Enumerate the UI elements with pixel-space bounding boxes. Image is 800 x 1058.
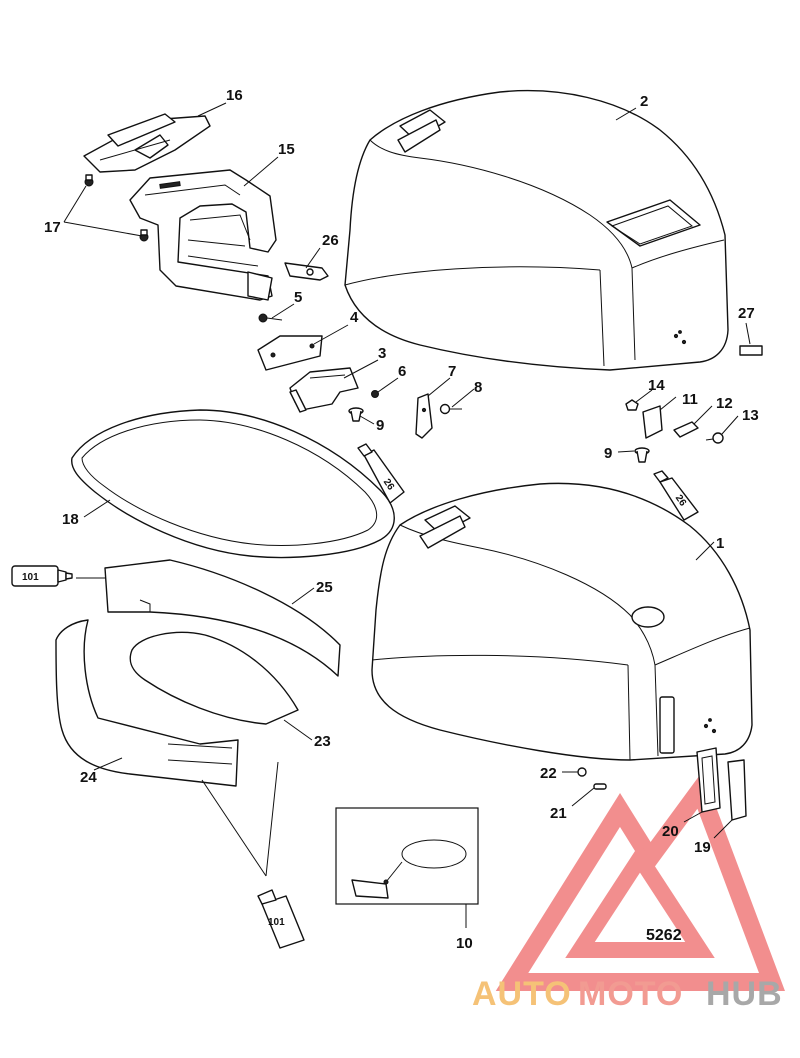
callout-12: 12 [716,395,733,412]
callout-9-left: 9 [376,417,384,434]
watermark-word-hub: HUB [706,975,783,1013]
watermark-word-auto: AUTO [472,975,572,1013]
callout-15: 15 [278,141,295,158]
part-20-seal [696,747,721,813]
watermark-word-moto: MOTO [578,975,683,1013]
part-11-clip [642,405,663,439]
part-25-side-panel [104,559,341,677]
part-7-link [415,393,433,439]
watermark-triangle-outer [495,771,785,991]
part-3-latch [289,367,359,413]
part-6-nut [371,390,379,398]
callout-14: 14 [648,377,665,394]
part-1-top-cowl-lower [371,482,753,761]
part-4-bracket [257,335,323,371]
tube-label-101-upper: 101 [22,572,39,583]
part-23-pad [129,631,299,725]
part-15-handle-assembly [129,169,277,301]
callout-7: 7 [448,363,456,380]
callout-10: 10 [456,935,473,952]
part-101-tube-upper: 101 [11,565,73,587]
callout-6: 6 [398,363,406,380]
part-21-pin [593,783,607,790]
callout-3: 3 [378,345,386,362]
part-9-grommet-right [634,447,650,463]
part-9-grommet-left [348,407,364,422]
callout-26-decal: 26 [322,232,339,249]
callout-19: 19 [694,839,711,856]
callout-2: 2 [640,93,648,110]
part-13-screw [705,432,724,444]
part-101-tube-lower: 101 [257,889,305,949]
part-26-sealant-tube-left: 26 [357,443,405,504]
callout-16: 16 [226,87,243,104]
callout-25: 25 [316,579,333,596]
callout-21: 21 [550,805,567,822]
part-19-trim [727,759,747,821]
callout-9-right: 9 [604,445,612,462]
callout-20: 20 [662,823,679,840]
callout-22: 22 [540,765,557,782]
part-27-label [739,345,763,356]
callout-numbers: 16 15 17 26 5 4 3 6 7 8 9 2 27 14 11 12 … [44,87,759,952]
part-16-handle-cover [83,113,211,173]
callout-5: 5 [294,289,302,306]
part-17-screws [84,174,149,242]
tube-label-101-lower: 101 [268,917,285,928]
part-24-side-trim [55,619,239,787]
watermark-logo: AUTO MOTO HUB [472,771,785,1013]
callout-17: 17 [44,219,61,236]
callout-13: 13 [742,407,759,424]
callout-23: 23 [314,733,331,750]
part-8-bolt [439,403,462,415]
callout-4: 4 [350,309,359,326]
part-18-seal [71,409,395,559]
callout-18: 18 [62,511,79,528]
part-14-nut [625,399,639,411]
part-5-screw [258,313,283,323]
part-22-washer [577,767,587,777]
part-2-top-cowl-upper [344,89,729,371]
part-26-decal [284,262,329,281]
diagram-code: 5262 [646,927,682,944]
callout-1: 1 [716,535,724,552]
callout-8: 8 [474,379,482,396]
leader-lines [63,102,751,928]
part-10-kit-box [335,807,479,905]
part-12-plate [673,421,699,438]
callout-24: 24 [80,769,97,786]
watermark-triangle-inner [565,843,715,958]
callout-11: 11 [682,391,698,408]
part-26-sealant-tube-right: 26 [653,470,699,521]
callout-27: 27 [738,305,755,322]
